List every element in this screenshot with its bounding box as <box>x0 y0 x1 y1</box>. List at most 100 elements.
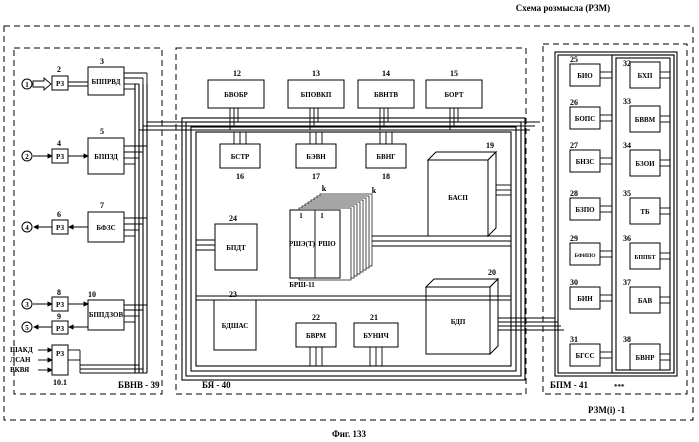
rz-6: 6 РЗ <box>52 210 68 234</box>
svg-text:27: 27 <box>570 141 578 150</box>
svg-text:15: 15 <box>450 69 458 78</box>
svg-text:26: 26 <box>570 98 578 107</box>
block-28-bzpo: 28 БЗПО <box>570 189 600 220</box>
svg-text:35: 35 <box>623 189 631 198</box>
svg-text:БУНИЧ: БУНИЧ <box>363 332 389 340</box>
header-title: Схема розмысла (РЗМ) <box>516 3 610 13</box>
svg-text:РЗ: РЗ <box>56 224 64 232</box>
svg-text:БДП: БДП <box>451 318 466 326</box>
block-15-bort: 15 БОРТ <box>426 69 482 108</box>
block-5-bppzd: 5 БППЗД <box>88 127 124 174</box>
side-label-lsan: ЛСАН <box>10 356 31 364</box>
block-19-basp: БАСП 19 <box>428 141 496 236</box>
svg-text:6: 6 <box>57 210 61 219</box>
svg-text:РШЭ(Т): РШЭ(Т) <box>289 240 316 248</box>
svg-text:БОРТ: БОРТ <box>444 91 463 99</box>
svg-text:4: 4 <box>57 139 61 148</box>
svg-text:РЗ: РЗ <box>56 80 64 88</box>
block-33-bvvm: 33 БВВМ <box>623 97 660 132</box>
svg-text:9: 9 <box>57 312 61 321</box>
svg-text:БЗОИ: БЗОИ <box>635 160 655 168</box>
svg-text:3: 3 <box>25 301 29 309</box>
block-13-bpovkp: 13 БПОВКП <box>288 69 344 108</box>
svg-text:21: 21 <box>370 313 378 322</box>
block-25-bio: 25 БИО <box>570 55 600 86</box>
svg-text:33: 33 <box>623 97 631 106</box>
svg-text:18: 18 <box>382 172 390 181</box>
rz-8: 8 РЗ <box>52 288 68 311</box>
svg-text:10: 10 <box>88 290 96 299</box>
svg-text:16: 16 <box>236 172 244 181</box>
block-24-bpdt: 24 БПДТ <box>215 214 257 270</box>
block-21-bunich: 21 БУНИЧ <box>354 313 398 347</box>
block-29-bfipo: 29 БФИПО <box>570 234 600 265</box>
side-label-vkvya: ВКВЯ <box>10 366 29 374</box>
svg-text:БВНТВ: БВНТВ <box>374 91 398 99</box>
port-1-arrow <box>33 78 51 90</box>
svg-text:k: k <box>372 186 377 195</box>
block-32-bhp: 32 БХП <box>623 59 660 88</box>
side-label-shakd: ШАКД <box>10 346 33 354</box>
svg-text:22: 22 <box>312 313 320 322</box>
port-2: 2 <box>22 151 32 161</box>
svg-text:37: 37 <box>623 278 631 287</box>
rz-10-1: РЗ 10.1 <box>52 345 68 387</box>
svg-text:БФЗС: БФЗС <box>96 224 115 232</box>
svg-text:29: 29 <box>570 234 578 243</box>
block-30-bin: 30 БИН <box>570 278 600 309</box>
svg-text:БРШ-11: БРШ-11 <box>289 281 315 289</box>
block-17-bevn: БЭВН 17 <box>296 144 336 181</box>
block-22-bvrm: 22 БВРМ <box>296 313 336 347</box>
svg-text:7: 7 <box>100 201 104 210</box>
rz-4: 4 РЗ <box>52 139 68 163</box>
svg-text:БДШАС: БДШАС <box>222 322 249 330</box>
svg-text:БСТР: БСТР <box>231 153 250 161</box>
svg-text:12: 12 <box>233 69 241 78</box>
ellipsis-marker: *** <box>614 383 625 391</box>
svg-text:БАСП: БАСП <box>448 194 468 202</box>
svg-text:БФИПО: БФИПО <box>574 253 596 259</box>
svg-text:БППДЗОВ: БППДЗОВ <box>89 311 124 319</box>
svg-text:34: 34 <box>623 141 631 150</box>
svg-text:БЭВН: БЭВН <box>306 153 326 161</box>
svg-text:19: 19 <box>486 141 494 150</box>
block-35-tb: 35 ТБ <box>623 189 660 224</box>
block-26-bops: 26 БОПС <box>570 98 600 129</box>
svg-text:28: 28 <box>570 189 578 198</box>
svg-text:30: 30 <box>570 278 578 287</box>
bvnv-group-label: БВНВ - 39 <box>118 380 160 390</box>
block-16-bstr: БСТР 16 <box>220 144 260 181</box>
svg-text:10.1: 10.1 <box>53 378 67 387</box>
block-38-bvnr: 38 БВНР <box>623 335 660 370</box>
port-4: 4 <box>22 222 32 232</box>
svg-text:8: 8 <box>57 288 61 297</box>
block-27-bnzs: 27 БНЗС <box>570 141 600 172</box>
svg-text:20: 20 <box>488 268 496 277</box>
svg-text:БВВМ: БВВМ <box>635 116 656 124</box>
svg-text:1: 1 <box>25 81 29 89</box>
svg-text:БВНГ: БВНГ <box>376 153 396 161</box>
svg-text:31: 31 <box>570 335 578 344</box>
block-36-bppbt: 36 БППБТ <box>623 234 660 269</box>
svg-text:РШО: РШО <box>318 240 336 248</box>
svg-text:БИО: БИО <box>577 72 593 80</box>
svg-text:1: 1 <box>320 212 324 220</box>
svg-text:РЗ: РЗ <box>56 325 64 333</box>
svg-text:3: 3 <box>100 57 104 66</box>
rzm-group-label: РЗМ(i) -1 <box>588 405 626 415</box>
figure-caption: Фиг. 133 <box>332 429 366 439</box>
block-37-bav: 37 БАВ <box>623 278 660 313</box>
svg-text:4: 4 <box>25 224 29 232</box>
svg-text:36: 36 <box>623 234 631 243</box>
rz-2: 2 РЗ <box>52 65 68 90</box>
svg-text:25: 25 <box>570 55 578 64</box>
svg-text:БГСС: БГСС <box>575 352 594 360</box>
svg-text:БХП: БХП <box>638 72 654 80</box>
svg-text:38: 38 <box>623 335 631 344</box>
svg-text:17: 17 <box>312 172 320 181</box>
svg-text:БВРМ: БВРМ <box>306 332 326 340</box>
svg-text:2: 2 <box>57 65 61 74</box>
svg-text:5: 5 <box>100 127 104 136</box>
port-3: 3 <box>22 299 32 309</box>
